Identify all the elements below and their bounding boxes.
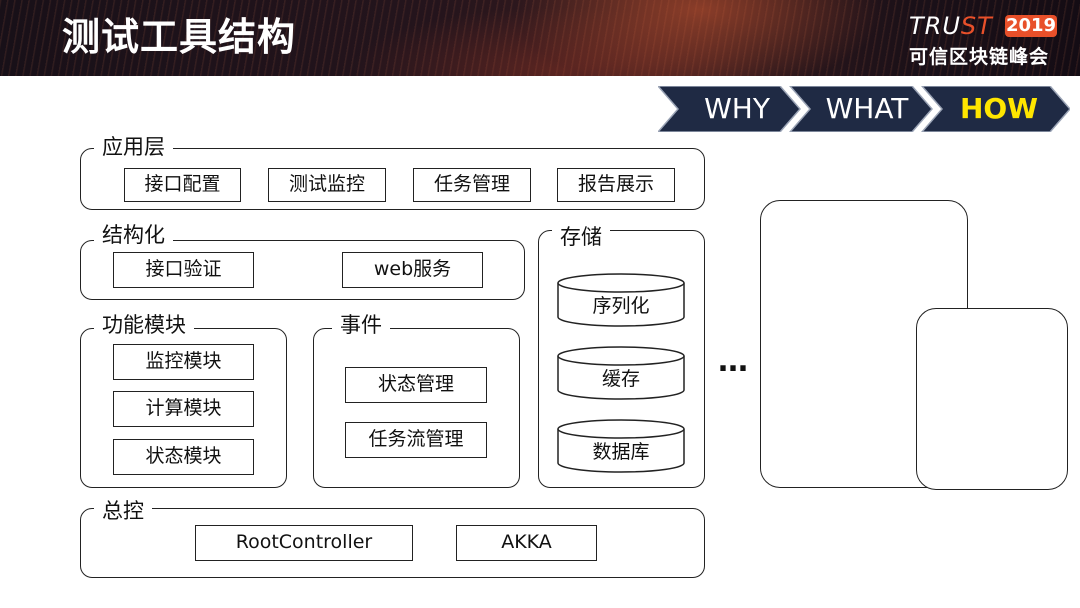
storage-title: 存储 bbox=[552, 224, 610, 250]
app-item-test-monitor: 测试监控 bbox=[268, 168, 386, 202]
nav-step-how: HOW bbox=[959, 92, 1039, 125]
storage-cylinder-serialization: 序列化 bbox=[557, 273, 685, 327]
app-item-interface-config: 接口配置 bbox=[124, 168, 241, 202]
control-item-akka: AKKA bbox=[456, 525, 597, 561]
nav-step-what: WHAT bbox=[825, 92, 909, 125]
nav-step-why: WHY bbox=[704, 92, 770, 125]
cylinder-shape bbox=[557, 346, 685, 400]
event-item-taskflow-management: 任务流管理 bbox=[345, 422, 487, 458]
logo-conference-name: 可信区块链峰会 bbox=[909, 46, 1050, 68]
module-item-compute: 计算模块 bbox=[113, 391, 254, 427]
storage-item-serialization: 序列化 bbox=[592, 295, 650, 317]
logo-trust-suffix: ST bbox=[960, 12, 993, 40]
nav-chevrons bbox=[658, 86, 1070, 132]
structured-item-web-service: web服务 bbox=[342, 252, 483, 288]
module-item-monitor: 监控模块 bbox=[113, 344, 254, 380]
events-layer bbox=[313, 328, 520, 488]
cylinder-shape bbox=[557, 419, 685, 473]
structured-layer-title: 结构化 bbox=[94, 222, 173, 248]
slide-title: 测试工具结构 bbox=[62, 15, 297, 59]
logo-trust-prefix: TRU bbox=[909, 12, 961, 40]
logo-trust-wordmark: TRUST bbox=[909, 12, 993, 40]
app-layer-title: 应用层 bbox=[94, 134, 173, 160]
storage-cylinder-cache: 缓存 bbox=[557, 346, 685, 400]
control-item-rootcontroller: RootController bbox=[195, 525, 413, 561]
stacked-card-front bbox=[916, 308, 1068, 490]
app-item-task-management: 任务管理 bbox=[413, 168, 531, 202]
trust-2019-logo: TRUST 2019 可信区块链峰会 bbox=[905, 12, 1065, 68]
master-control-title: 总控 bbox=[94, 498, 152, 524]
nav-chevron-why bbox=[658, 86, 801, 132]
events-title: 事件 bbox=[332, 312, 390, 338]
nav-chevron-what bbox=[789, 86, 933, 132]
progress-nav: WHY WHAT HOW bbox=[658, 86, 1070, 132]
ellipsis-more: … bbox=[718, 344, 750, 379]
storage-item-database: 数据库 bbox=[592, 441, 650, 463]
app-item-report-display: 报告展示 bbox=[557, 168, 675, 202]
logo-year-badge: 2019 bbox=[1005, 15, 1057, 37]
event-item-state-management: 状态管理 bbox=[345, 367, 487, 403]
structured-item-interface-validation: 接口验证 bbox=[113, 252, 254, 288]
module-item-state: 状态模块 bbox=[113, 439, 254, 475]
storage-cylinder-database: 数据库 bbox=[557, 419, 685, 473]
nav-chevron-how bbox=[921, 86, 1070, 132]
function-module-title: 功能模块 bbox=[94, 312, 194, 338]
storage-item-cache: 缓存 bbox=[601, 368, 640, 390]
slide-header: 测试工具结构 TRUST 2019 可信区块链峰会 bbox=[0, 0, 1080, 76]
cylinder-shape bbox=[557, 273, 685, 327]
